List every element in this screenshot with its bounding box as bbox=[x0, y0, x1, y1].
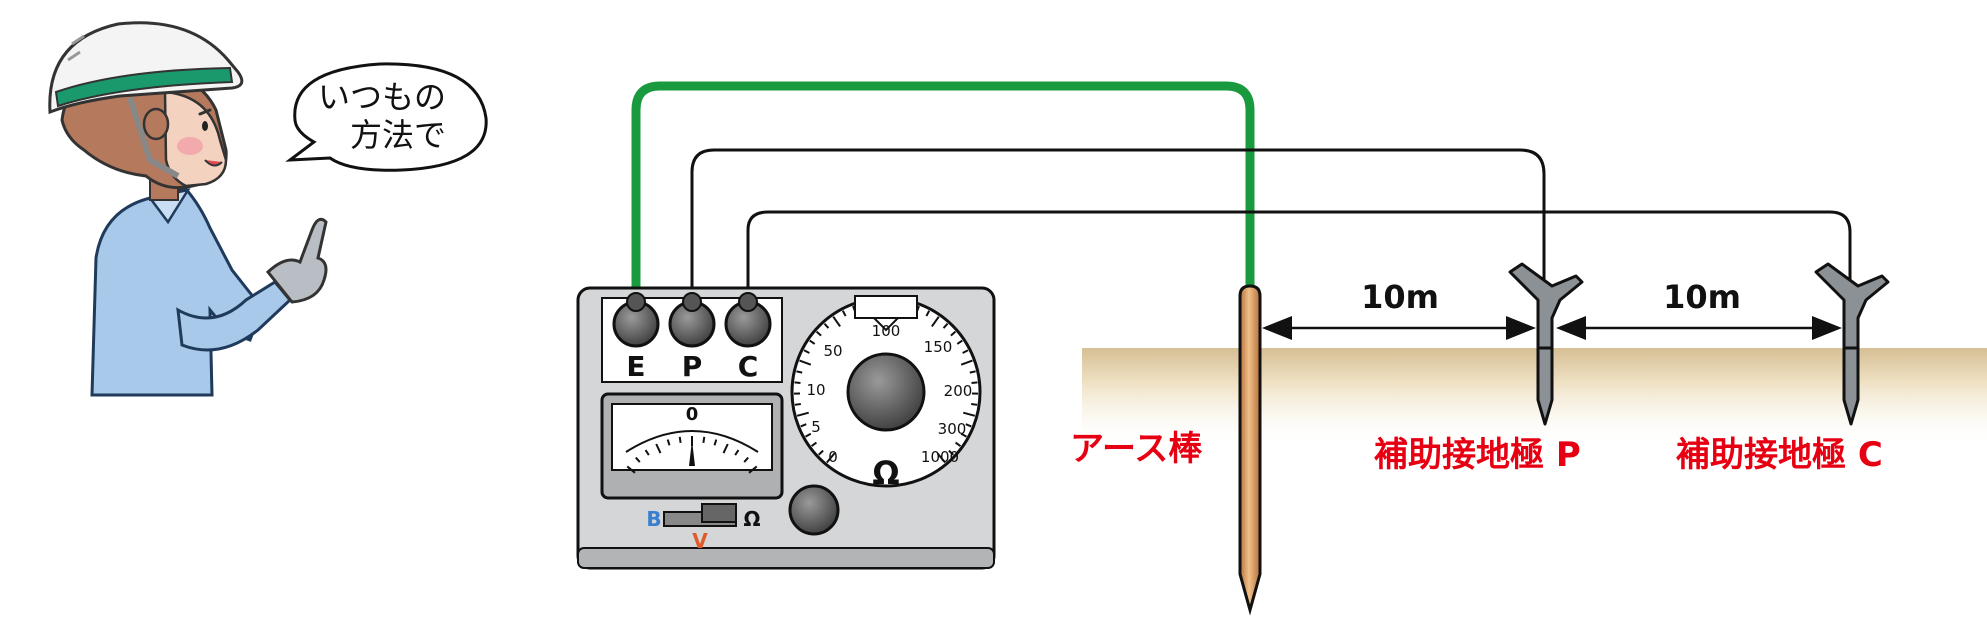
dial-tick bbox=[936, 452, 946, 464]
meter-tick bbox=[713, 439, 718, 446]
dial-label-0: 0 bbox=[828, 448, 838, 466]
meter-tick bbox=[635, 456, 641, 463]
analog-meter: 0 bbox=[600, 392, 784, 500]
dial-tick bbox=[800, 423, 807, 428]
dial-label-50: 50 bbox=[823, 342, 842, 360]
dial-tick bbox=[794, 381, 801, 385]
mode-switch[interactable]: B V Ω bbox=[646, 503, 761, 553]
dial-label-100: 100 bbox=[872, 322, 901, 340]
distance-label-2: 10m bbox=[1663, 278, 1741, 316]
wire-e-green bbox=[631, 81, 1255, 303]
switch-b-label: B bbox=[646, 507, 661, 531]
dial-label-10: 10 bbox=[806, 381, 825, 399]
dial-label-1000: 1000 bbox=[921, 448, 959, 466]
speech-bubble: いつもの 方法で bbox=[285, 62, 488, 172]
earth-tester: E P C 0 0 5 10 bbox=[576, 286, 996, 570]
label-aux-c: 補助接地極 C bbox=[1676, 435, 1883, 475]
meter-tick bbox=[734, 449, 740, 456]
dial-tick bbox=[956, 339, 963, 345]
dial-label-150: 150 bbox=[924, 338, 953, 356]
terminal-c[interactable]: C bbox=[724, 292, 772, 383]
switch-ohm-label: Ω bbox=[743, 507, 760, 531]
dial-tick bbox=[950, 330, 957, 337]
dial-tick bbox=[805, 432, 812, 438]
dial-tick bbox=[832, 316, 841, 328]
ohm-symbol: Ω bbox=[872, 454, 899, 492]
dial-tick bbox=[796, 370, 803, 374]
dial-knob[interactable] bbox=[846, 352, 926, 432]
bubble-line1: いつもの bbox=[318, 78, 446, 116]
distance-label-1: 10m bbox=[1361, 278, 1439, 316]
wires bbox=[631, 81, 1852, 303]
meter-tick bbox=[666, 439, 671, 446]
wire-c bbox=[746, 210, 1852, 300]
terminal-p-label: P bbox=[682, 350, 703, 383]
range-dial[interactable]: 0 5 10 50 100 150 200 300 1000 Ω bbox=[790, 295, 982, 492]
meter-zero-label: 0 bbox=[686, 404, 699, 425]
switch-v-label: V bbox=[692, 529, 708, 553]
dial-tick bbox=[794, 402, 801, 406]
dial-tick bbox=[963, 411, 976, 417]
dial-label-200: 200 bbox=[944, 382, 973, 400]
dial-tick bbox=[962, 349, 969, 354]
dial-tick bbox=[971, 402, 978, 406]
meter-tick bbox=[722, 443, 729, 454]
worker-illustration bbox=[48, 21, 328, 397]
label-aux-p: 補助接地極 P bbox=[1374, 435, 1581, 475]
meter-scale-ticks bbox=[626, 436, 758, 474]
dial-label-300: 300 bbox=[938, 420, 967, 438]
dial-tick bbox=[971, 381, 978, 385]
dial-tick bbox=[960, 432, 967, 438]
dial-tick bbox=[841, 310, 847, 317]
dial-tick bbox=[809, 339, 816, 345]
earth-rod bbox=[1238, 284, 1262, 616]
dial-label-5: 5 bbox=[811, 418, 821, 436]
dial-tick bbox=[799, 359, 812, 366]
dial-tick bbox=[818, 449, 824, 456]
distance-arrow-2: 10m bbox=[1556, 278, 1842, 340]
dial-tick bbox=[925, 310, 931, 317]
ground-soil bbox=[1082, 348, 1987, 448]
test-push-button[interactable] bbox=[788, 484, 840, 536]
meter-tick bbox=[655, 443, 662, 454]
dial-tick bbox=[942, 322, 949, 329]
dial-tick bbox=[823, 322, 830, 329]
terminal-e[interactable]: E bbox=[612, 292, 660, 383]
meter-tick bbox=[678, 436, 682, 443]
dial-tick bbox=[948, 449, 954, 456]
meter-needle bbox=[689, 440, 695, 466]
meter-tick bbox=[626, 465, 636, 474]
terminal-p[interactable]: P bbox=[668, 292, 716, 383]
dial-tick bbox=[796, 411, 809, 417]
bubble-line2: 方法で bbox=[350, 116, 446, 154]
meter-tick bbox=[748, 465, 758, 474]
dial-tick bbox=[826, 452, 836, 464]
aux-electrode-p bbox=[1508, 262, 1584, 426]
dial-tick bbox=[965, 423, 972, 428]
terminal-e-label: E bbox=[626, 350, 645, 383]
dial-tick bbox=[803, 349, 810, 354]
label-earth-rod: アース棒 bbox=[1070, 429, 1203, 469]
meter-tick bbox=[743, 456, 749, 463]
dial-tick bbox=[931, 316, 940, 328]
dial-tick bbox=[969, 370, 976, 374]
terminal-c-label: C bbox=[738, 350, 759, 383]
dial-tick bbox=[810, 441, 818, 447]
distance-arrow-1: 10m bbox=[1262, 278, 1536, 340]
meter-tick bbox=[644, 449, 650, 456]
meter-tick bbox=[702, 436, 706, 443]
dial-tick bbox=[960, 359, 973, 366]
dial-tick bbox=[815, 330, 822, 337]
aux-electrode-c bbox=[1814, 262, 1890, 426]
dial-tick bbox=[954, 441, 962, 447]
wire-p bbox=[690, 148, 1546, 300]
